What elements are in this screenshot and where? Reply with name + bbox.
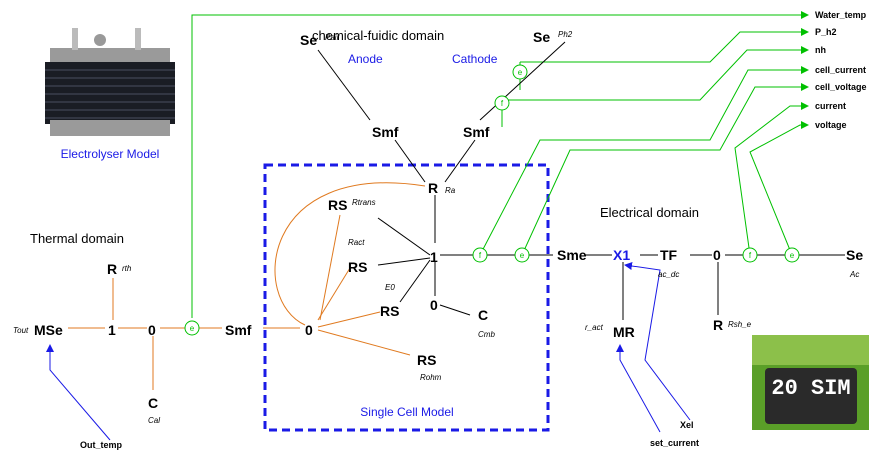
thermal-domain-label: Thermal domain [30,231,124,246]
svg-text:Rsh_e: Rsh_e [728,320,752,329]
smf-anode: Smf [372,124,399,140]
r-rth: R [107,261,117,277]
zero-junction-cell: 0 [430,297,438,313]
svg-text:e: e [790,251,795,260]
electrolyser-model-label: Electrolyser Model [61,147,160,161]
svg-text:f: f [479,251,482,260]
junction-f-cathode [494,95,510,111]
svg-text:r_act: r_act [585,323,604,332]
input-set-current: set_current [650,438,699,448]
sme: Sme [557,247,587,263]
electrical-domain-label: Electrical domain [600,205,699,220]
zero-junction-main: 0 [305,322,313,338]
mse-tout: MSe [34,322,63,338]
svg-text:Ra: Ra [445,186,456,195]
svg-text:rth: rth [122,264,132,273]
rs-e0: RS [380,303,399,319]
junction-e-cathode [512,64,528,80]
output-signal-lines [191,11,809,318]
svg-text:f: f [749,251,752,260]
junction-e-thermal [184,320,200,336]
se-ph2: Se [533,29,550,45]
svg-text:Pair: Pair [325,33,340,42]
smf-cathode: Smf [463,124,490,140]
input-xel: Xel [680,420,694,430]
svg-text:e: e [518,68,523,77]
input-out-temp: Out_temp [80,440,123,450]
zero-junction-elec: 0 [713,247,721,263]
x1: X1 [613,247,630,263]
junction-e-elec [784,247,800,263]
svg-text:Ac: Ac [849,270,859,279]
junction-e-cell [514,247,530,263]
output-labels: Water_temp P_h2 nh cell_current cell_vol… [815,10,867,130]
one-junction-thermal: 1 [108,322,116,338]
anode-label: Anode [348,52,383,66]
output-nh: nh [815,45,826,55]
input-signals [46,262,691,441]
svg-text:f: f [501,99,504,108]
junction-f-cell [472,247,488,263]
rs-ract: RS [348,259,367,275]
chemical-bonds [317,41,845,320]
se-ac: Se [846,247,863,263]
tf-ac-dc: TF [660,247,678,263]
se-pair: Se [300,32,317,48]
svg-text:e: e [190,324,195,333]
svg-text:Ph2: Ph2 [558,30,573,39]
rs-rtrans: RS [328,197,347,213]
c-cal: C [148,395,158,411]
svg-text:Cmb: Cmb [478,330,495,339]
svg-text:Rohm: Rohm [420,373,442,382]
signal-junctions: e f f e f e e [184,64,800,336]
r-rsh-e: R [713,317,723,333]
svg-text:Tout: Tout [13,326,29,335]
svg-text:E0: E0 [385,283,395,292]
svg-text:Cal: Cal [148,416,160,425]
electrolyser-image [45,28,175,136]
output-cell-voltage: cell_voltage [815,82,867,92]
c-cmb: C [478,307,488,323]
smf-thermal: Smf [225,322,252,338]
junction-f-elec [742,247,758,263]
svg-text:Rtrans: Rtrans [352,198,376,207]
logo-text: 20 SIM [771,376,850,401]
cathode-label: Cathode [452,52,498,66]
single-cell-label: Single Cell Model [360,405,453,419]
output-p-h2: P_h2 [815,27,837,37]
thermal-bonds [68,182,426,390]
svg-text:Ract: Ract [348,238,365,247]
svg-text:ac_dc: ac_dc [658,270,679,279]
output-current: current [815,101,846,111]
r-ra: R [428,180,438,196]
rs-rohm: RS [417,352,436,368]
zero-junction-thermal: 0 [148,322,156,338]
single-cell-box [263,163,550,432]
one-junction-cell: 1 [430,249,438,265]
20sim-logo: 20 SIM [752,335,869,430]
svg-text:e: e [520,251,525,260]
output-cell-current: cell_current [815,65,866,75]
output-water-temp: Water_temp [815,10,867,20]
chemical-domain-label: chemical-fuidic domain [312,28,444,43]
output-voltage: voltage [815,120,847,130]
mr-r-act: MR [613,324,635,340]
